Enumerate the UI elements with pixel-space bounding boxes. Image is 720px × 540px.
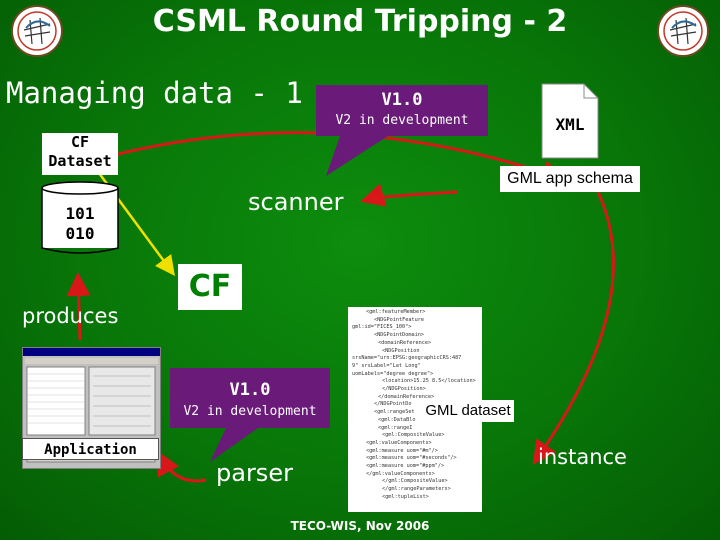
gml-doc-line: <gml:rangeI <box>378 424 413 431</box>
cf-dataset-data: 101 010 <box>42 204 118 244</box>
right-logo-icon <box>656 4 710 58</box>
slide-title: CSML Round Tripping - 2 <box>152 4 568 39</box>
xml-doc-shape <box>541 83 599 159</box>
gml-doc-line: </gml:valueComponents> <box>366 470 435 477</box>
cf-dataset-data-line2: 010 <box>65 224 95 243</box>
left-logo-icon <box>10 4 64 58</box>
arrow-scanner-to-cf <box>360 183 459 207</box>
cf-dataset-label-line2: Dataset <box>48 152 112 170</box>
gml-doc-line: </NDGPointDo <box>374 401 412 408</box>
produces-label: produces <box>22 304 119 328</box>
gml-doc-line: <gml:measure uom="#seconds"/> <box>366 455 457 462</box>
cf-dataset-cylinder <box>41 181 119 254</box>
arrow-dataset-to-schema <box>87 131 566 184</box>
callout-top-status: V2 in development <box>335 113 469 128</box>
gml-doc-line: <gml:rangeSet <box>374 409 415 416</box>
callout-bottom-version: V1.0 <box>229 380 271 400</box>
gml-doc-line: </domainReference> <box>378 393 435 400</box>
cf-dataset-label-line1: CF <box>70 133 90 151</box>
callout-bottom-shape <box>170 368 330 462</box>
slide-subtitle: Managing data - 1 <box>6 76 303 110</box>
scanner-label: scanner <box>248 188 344 216</box>
gml-app-schema-label: GML app schema <box>500 166 640 192</box>
cf-dataset-data-line1: 101 <box>65 204 95 223</box>
callout-top-version: V1.0 <box>381 90 423 110</box>
gml-doc-line: <gml:DataBlo <box>378 416 416 423</box>
gml-doc-line: gml:id="FICES_100"> <box>352 324 412 331</box>
gml-doc-line: srsName="urn:EPSG:geographicCRS:487 <box>352 355 462 362</box>
arrow-parser-to-app <box>157 450 207 483</box>
slide-footer: TECO-WIS, Nov 2006 <box>290 519 430 533</box>
arrow-schema-to-instance <box>532 191 615 465</box>
gml-doc-line: <gml:measure uom="#ppm"/> <box>366 463 445 470</box>
gml-doc-line: <gml:measure uom="#m"/> <box>366 447 438 454</box>
gml-dataset-label: GML dataset <box>422 400 514 422</box>
cf-dataset-label: CF Dataset <box>42 133 118 175</box>
gml-doc-line: uomLabels="degree degree"> <box>352 370 434 377</box>
callout-top-shape <box>316 85 488 176</box>
gml-doc-line: <gml:tupleList> <box>382 493 429 500</box>
parser-label: parser <box>216 459 293 487</box>
cf-box-label: CF <box>178 264 242 310</box>
instance-label: instance <box>538 445 627 469</box>
gml-doc-line: <gml:valueComponents> <box>366 439 432 446</box>
gml-doc-line: </gml:rangeParameters> <box>382 486 451 493</box>
application-label: Application <box>22 438 159 460</box>
gml-doc-line: </NDGPosition> <box>382 386 426 393</box>
gml-doc-line: <NDGPointFeature <box>374 316 424 323</box>
xml-doc-label: XML <box>555 115 585 134</box>
gml-doc-line: </gml:CompositeValue> <box>382 478 448 485</box>
gml-doc-line: <gml:featureMember> <box>366 309 426 315</box>
gml-doc-line: <location>15.25 8.5</location> <box>382 378 476 385</box>
gml-doc-line: <domainReference> <box>378 339 432 346</box>
gml-doc-line: <gml:CompositeValue> <box>382 432 445 439</box>
gml-doc-line: 9" srsLabel="Lat Long" <box>352 362 421 369</box>
gml-doc-line: <NDGPosition <box>382 347 420 354</box>
gml-doc-line: <NDGPointDomain> <box>374 332 424 339</box>
arrow-produces <box>66 272 91 341</box>
callout-bottom-status: V2 in development <box>183 404 317 419</box>
